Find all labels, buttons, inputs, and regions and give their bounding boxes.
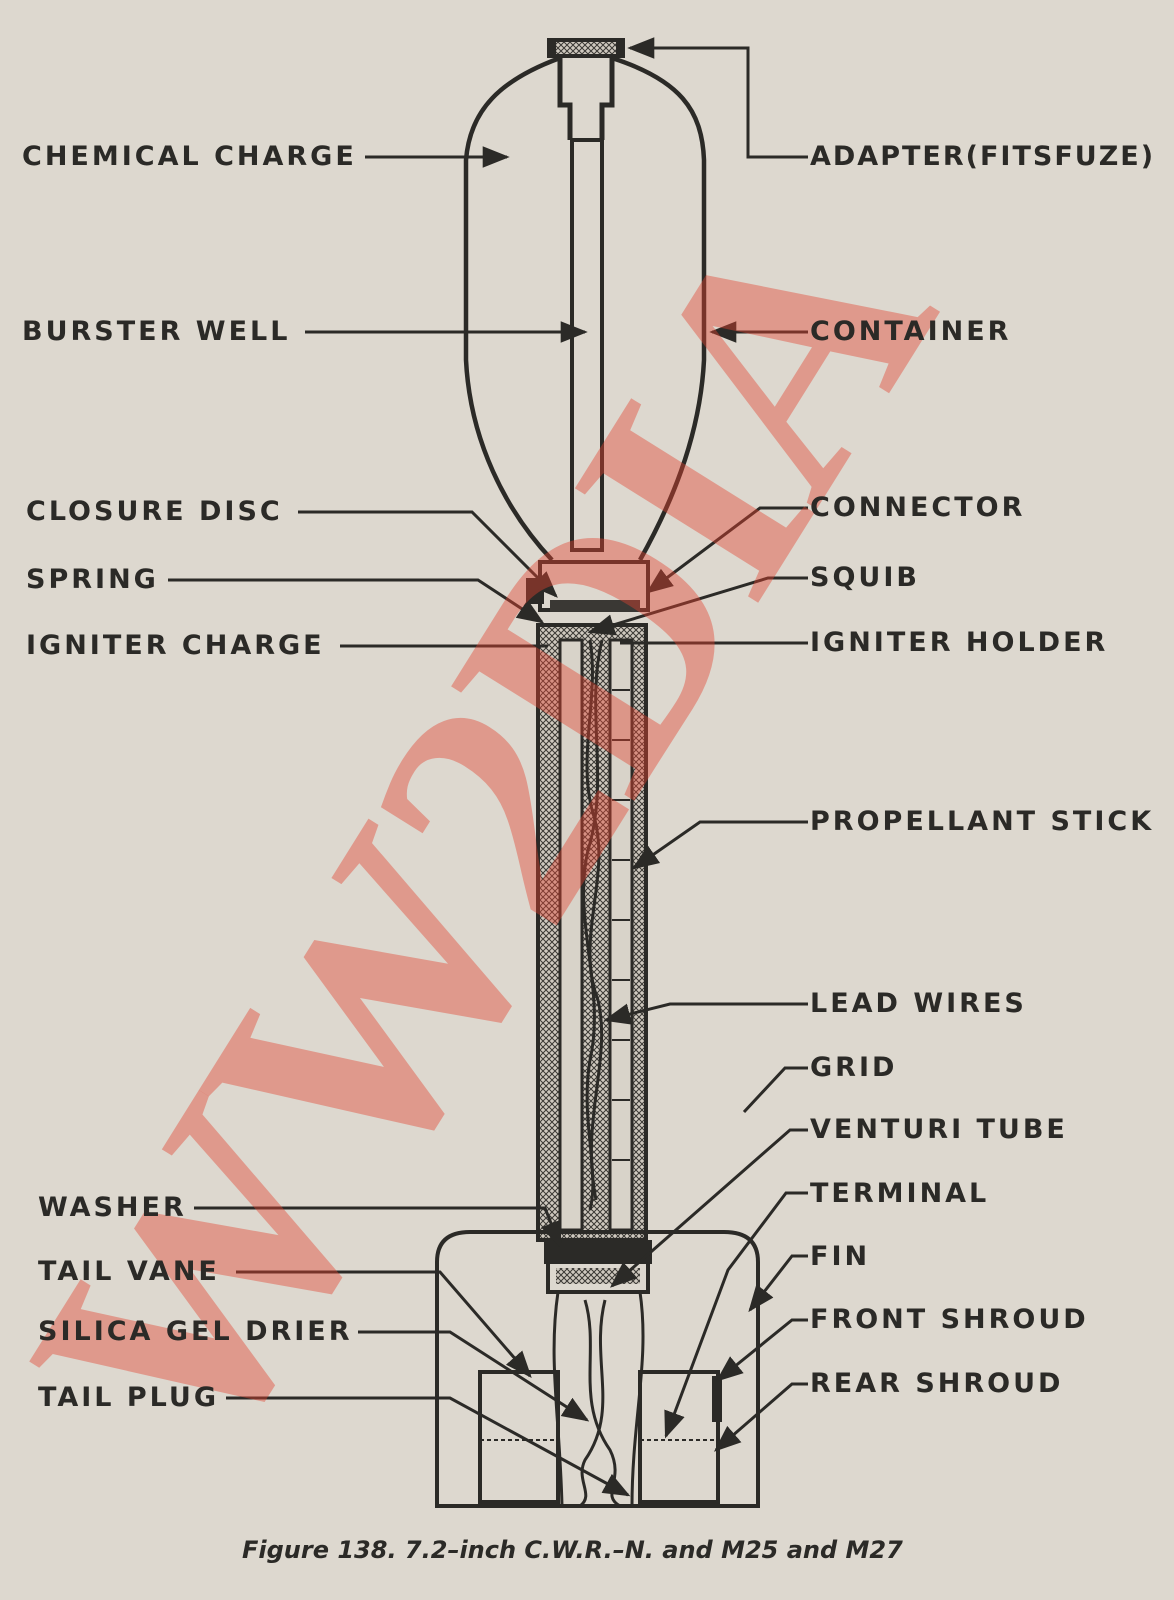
label-connector: CONNECTOR — [810, 492, 1026, 523]
label-tail-plug: TAIL PLUG — [38, 1382, 219, 1413]
label-igniter-holder: IGNITER HOLDER — [810, 627, 1109, 658]
label-adapter: ADAPTER(FITSFUZE) — [810, 141, 1156, 172]
label-spring: SPRING — [26, 564, 159, 595]
burster-well — [570, 138, 604, 552]
label-burster-well: BURSTER WELL — [22, 316, 291, 347]
label-grid: GRID — [810, 1052, 898, 1083]
label-propellant-stick: PROPELLANT STICK — [810, 806, 1155, 837]
label-squib: SQUIB — [810, 562, 920, 593]
label-lead-wires: LEAD WIRES — [810, 988, 1027, 1019]
label-silica-gel-drier: SILICA GEL DRIER — [38, 1316, 353, 1347]
label-container: CONTAINER — [810, 316, 1012, 347]
label-terminal: TERMINAL — [810, 1178, 990, 1209]
label-front-shroud: FRONT SHROUD — [810, 1304, 1089, 1335]
label-venturi-tube: VENTURI TUBE — [810, 1114, 1068, 1145]
container-outline — [463, 55, 707, 562]
motor-tube — [536, 623, 648, 1242]
label-tail-vane: TAIL VANE — [38, 1256, 220, 1287]
figure-caption: Figure 138. 7.2–inch C.W.R.–N. and M25 a… — [242, 1536, 903, 1564]
leader-lines — [168, 37, 808, 1497]
label-rear-shroud: REAR SHROUD — [810, 1368, 1064, 1399]
label-chemical-charge: CHEMICAL CHARGE — [22, 141, 357, 172]
label-closure-disc: CLOSURE DISC — [26, 496, 283, 527]
label-washer: WASHER — [38, 1192, 187, 1223]
label-fin: FIN — [810, 1241, 871, 1272]
adapter-part — [547, 38, 625, 140]
label-igniter-charge: IGNITER CHARGE — [26, 630, 325, 661]
